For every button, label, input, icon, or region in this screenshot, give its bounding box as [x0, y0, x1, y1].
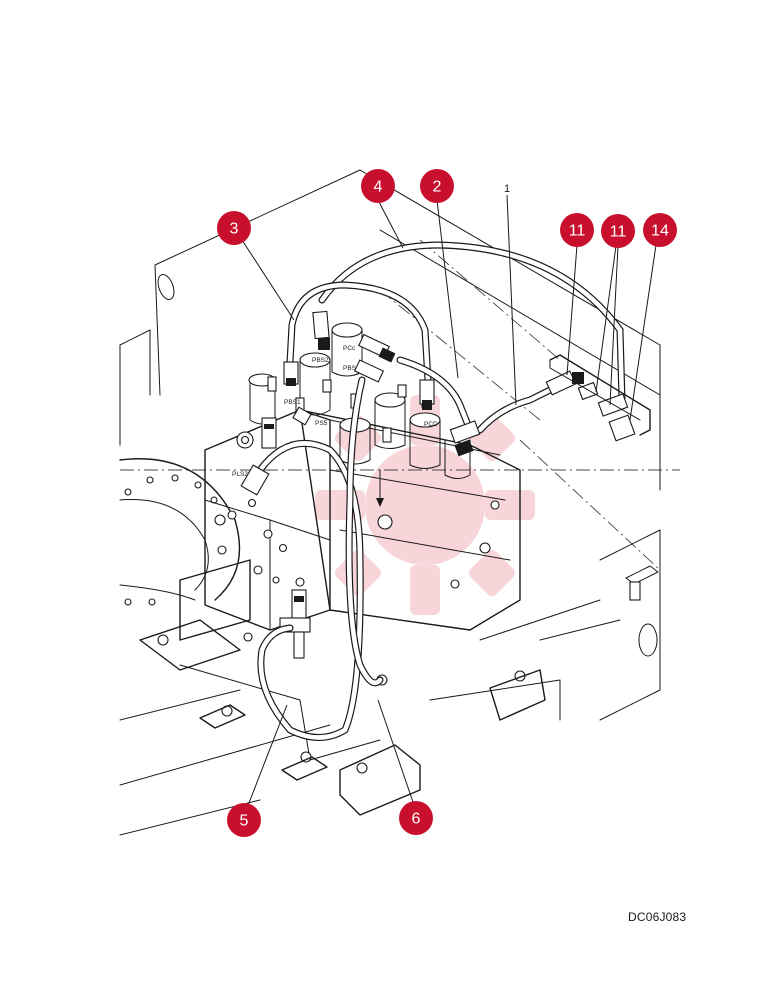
port-labels: PBS2 PCc PBS PBS1 PS5 PCD PLS2	[232, 345, 438, 478]
control-valve	[204, 322, 521, 659]
port-label-pcc: PCc	[343, 345, 356, 352]
callout-11-left-label: 11	[569, 223, 586, 240]
callout-3: 3	[217, 211, 251, 245]
port-label-pbs: PBS	[343, 365, 357, 372]
callout-11-right: 11	[601, 214, 635, 248]
port-label-pbs2: PBS2	[312, 357, 329, 364]
callout-4-label: 4	[374, 179, 383, 196]
callout-3-label: 3	[230, 221, 239, 238]
hoses	[256, 241, 626, 741]
callout-6-label: 6	[412, 811, 421, 828]
valve-ports	[214, 431, 500, 589]
callout-4: 4	[361, 169, 395, 203]
drawing-reference-code: DC06J083	[628, 910, 687, 924]
callout-5-label: 5	[240, 813, 249, 830]
bearing-bolts	[124, 474, 218, 606]
port-label-pls2: PLS2	[232, 471, 248, 478]
port-label-pcd: PCD	[424, 421, 438, 428]
callout-14-label: 14	[651, 223, 669, 240]
callout-6: 6	[399, 801, 433, 835]
callout-5: 5	[227, 803, 261, 837]
hose-fittings	[240, 310, 651, 496]
callout-2-label: 2	[433, 179, 442, 196]
callout-11-right-label: 11	[610, 224, 627, 241]
deck-bolts	[157, 632, 526, 774]
part-label-1: 1	[504, 183, 510, 195]
leader-lines	[241, 194, 657, 809]
callout-2: 2	[420, 169, 454, 203]
port-label-pbs1: PBS1	[284, 399, 301, 406]
callout-14: 14	[643, 213, 677, 247]
port-label-ps5: PS5	[315, 420, 328, 427]
callout-11-left: 11	[560, 213, 594, 247]
